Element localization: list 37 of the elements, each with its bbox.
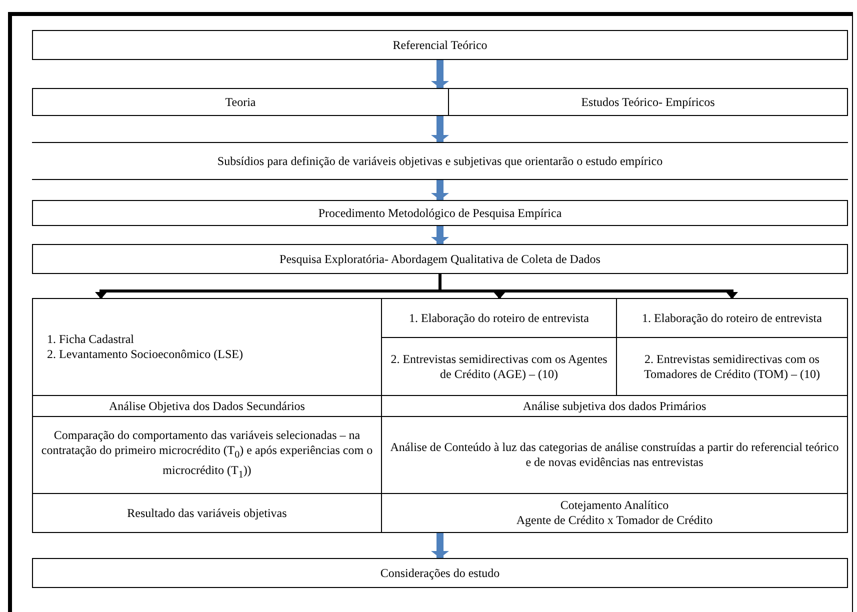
cell-text: 1. Elaboração do roteiro de entrevista <box>642 310 822 326</box>
table-cell <box>33 417 382 494</box>
process-box <box>32 244 848 274</box>
block-arrow <box>431 180 449 200</box>
cell-text: Resultado das variáveis objetivas <box>127 506 287 520</box>
cell-text: Cotejamento Analítico <box>560 498 669 513</box>
process-box <box>32 558 848 588</box>
block-arrow <box>431 533 449 558</box>
cell-text: Teoria <box>225 94 256 110</box>
cell-text: Análise Objetiva dos Dados Secundários <box>109 398 305 414</box>
cell-text: Comparação do comportamento das variáveis selecionadas – na contratação do primeiro microcrédito (T$_{0}$) e após experiências com o microcrédito (T$_{1}$)) <box>40 428 374 482</box>
cell-text: Análise de Conteúdo à luz das categorias de análise construídas a partir do referencial teórico e de novas evidências nas entrevistas <box>389 440 840 470</box>
table-cell <box>382 338 617 396</box>
table-frame <box>32 298 848 533</box>
cell-text: Agente de Crédito x Tomador de Crédito <box>516 513 713 528</box>
table-cell <box>33 396 382 417</box>
cell-text: Análise subjetiva dos dados Primários <box>522 398 706 414</box>
cell-text: Subsídios para definição de variáveis objetivas e subjetivas que orientarão o estudo empírico <box>217 154 663 168</box>
cell-text: Pesquisa Exploratória- Abordagem Qualitativa de Coleta de Dados <box>280 252 600 266</box>
table-cell <box>382 299 617 338</box>
cell-text: Referencial Teórico <box>392 38 488 52</box>
split-box <box>32 88 848 116</box>
cell-text: 2. Entrevistas semidirectivas com os Tomadores de Crédito (TOM) – (10) <box>643 352 821 382</box>
cell-text: Estudos Teórico- Empíricos <box>581 94 715 110</box>
list-item: 2. Levantamento Socioeconômico (LSE) <box>47 347 243 362</box>
process-box <box>32 200 848 226</box>
block-arrow <box>431 60 449 88</box>
list-item: 1. Ficha Cadastral <box>47 332 134 347</box>
cell-text: 1. Elaboração do roteiro de entrevista <box>409 310 589 326</box>
cell-text: Considerações do estudo <box>380 566 500 580</box>
cell-text: 2. Entrevistas semidirectivas com os Agentes de Crédito (AGE) – (10) <box>390 352 608 382</box>
text-band <box>32 142 848 180</box>
block-arrow <box>431 226 449 244</box>
table-cell <box>33 299 382 396</box>
block-arrow <box>431 116 449 142</box>
process-box <box>32 30 848 60</box>
cell-text: Procedimento Metodológico de Pesquisa Empírica <box>318 206 562 220</box>
